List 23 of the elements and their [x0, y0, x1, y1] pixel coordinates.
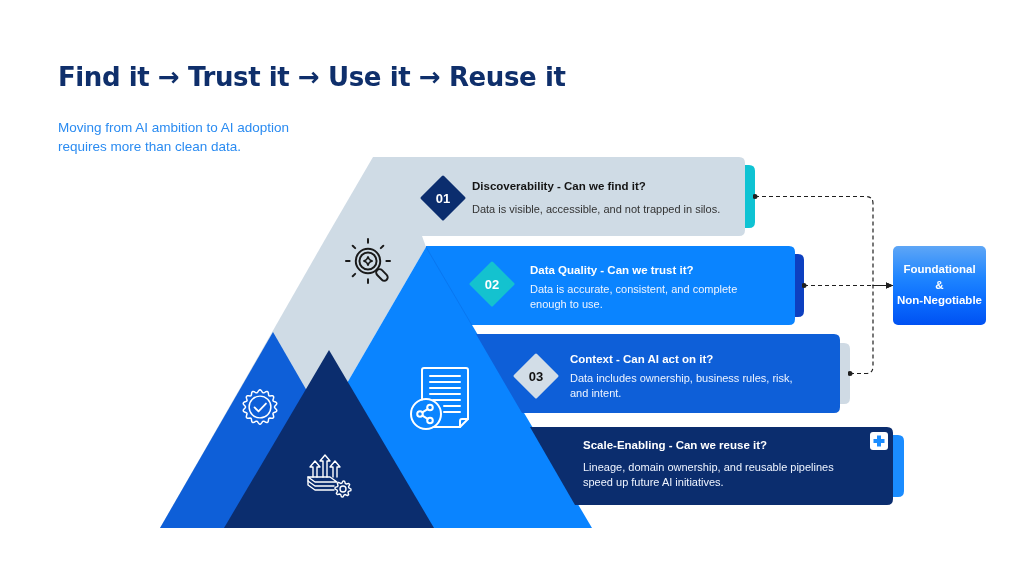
step-card [530, 427, 904, 505]
summary-callout [893, 246, 986, 325]
connector-arrow [847, 282, 894, 376]
step-card [476, 334, 850, 413]
number-diamond [469, 261, 515, 307]
card-heading: Data Quality - Can we trust it? [530, 263, 694, 277]
page-title: Find it → Trust it → Use it → Reuse it [58, 61, 566, 94]
card-description: Lineage, domain ownership, and reusable pipelines speed up future AI initiatives. [583, 460, 835, 490]
card-heading: Context - Can AI act on it? [570, 352, 714, 366]
step-number: 01 [435, 190, 451, 206]
step-number: 03 [528, 368, 544, 384]
card-description: Data is accurate, consistent, and complete enough to use. [530, 282, 739, 312]
number-diamond [420, 175, 466, 221]
card-heading: Discoverability - Can we find it? [472, 179, 646, 193]
number-diamond [513, 353, 559, 399]
step-card [426, 246, 804, 325]
subtitle-text: Moving from AI ambition to AI adoption requires more than clean data. [58, 119, 291, 156]
step-number: 02 [484, 276, 500, 292]
card-description: Data is visible, accessible, and not trapped in silos. [472, 202, 721, 217]
card-description: Data includes ownership, business rules, risk, and intent. [570, 371, 794, 401]
step-card [327, 157, 755, 236]
callout-text: Foundational & Non-Negotiable [896, 262, 983, 309]
card-heading: Scale-Enabling - Can we reuse it? [583, 438, 768, 452]
